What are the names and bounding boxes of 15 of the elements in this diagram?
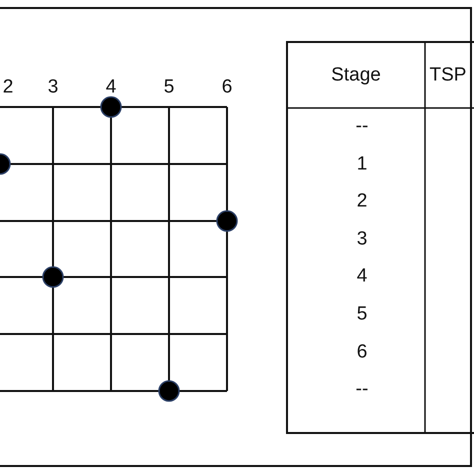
table-cell: -- xyxy=(356,116,368,136)
table-cell: -- xyxy=(356,380,368,399)
table-cell: 6 xyxy=(356,342,368,362)
column-number: 4 xyxy=(106,78,116,96)
table-cell: 2 xyxy=(356,192,368,211)
column-number: 6 xyxy=(222,78,232,96)
column-number: 2 xyxy=(2,78,14,96)
header-cell: TSP xyxy=(430,66,466,84)
header-cell: Stage xyxy=(331,66,381,84)
table-cell: 3 xyxy=(356,229,368,248)
column-number: 5 xyxy=(164,78,174,96)
column-number: 3 xyxy=(48,78,58,96)
table-cell: 5 xyxy=(356,304,368,324)
table-cell: 1 xyxy=(356,154,368,174)
table-cell: 4 xyxy=(356,266,368,286)
